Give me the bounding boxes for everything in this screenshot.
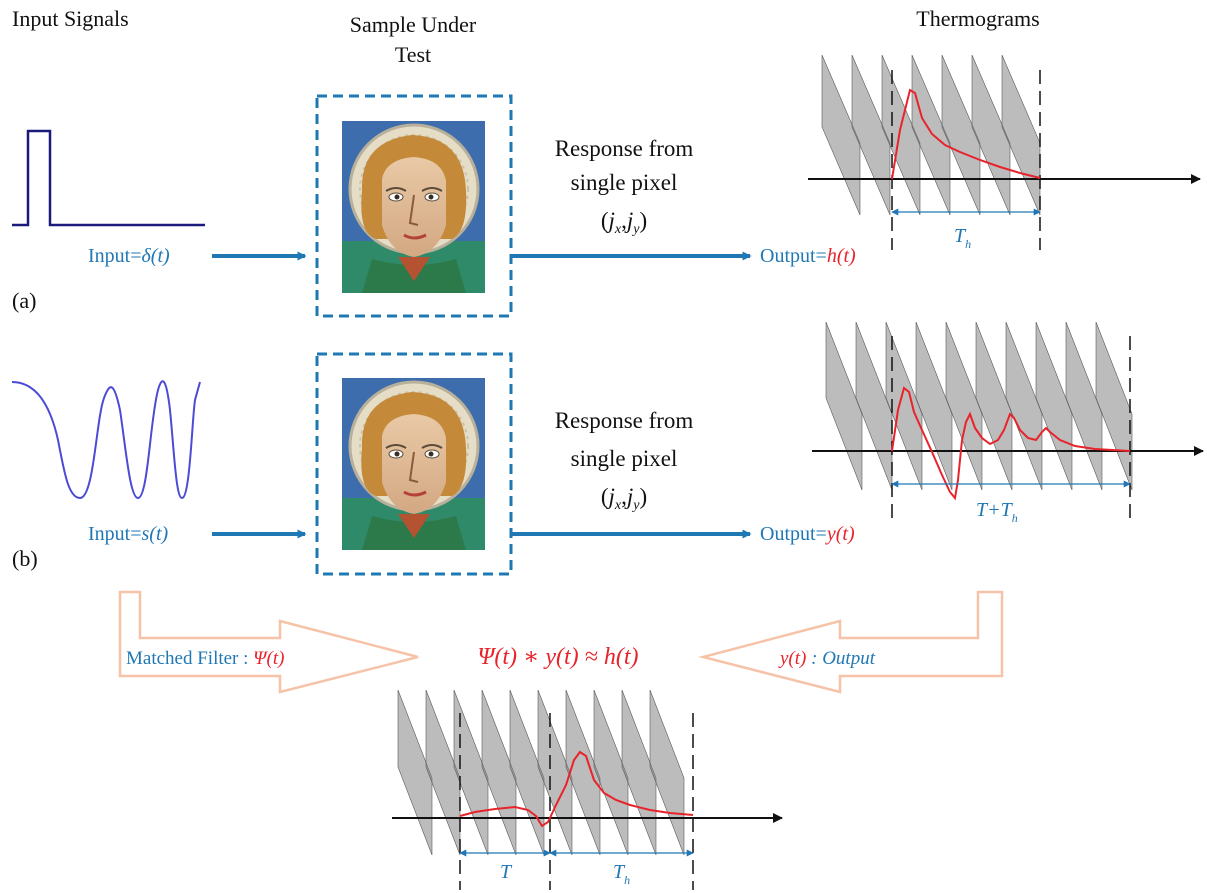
thermogram-frame [1095, 321, 1133, 491]
convolution-equation: Ψ(t) ∗ y(t) ≈ h(t) [478, 644, 639, 670]
fresco-portrait-icon [340, 376, 487, 552]
thermogram-stack-bottom: T Th [392, 689, 783, 890]
thermogram-frame [1005, 321, 1043, 491]
thermogram-frame [945, 321, 983, 491]
input-s-label: Input=s(t) [88, 523, 169, 545]
input-signals-header: Input Signals [12, 6, 129, 31]
sample-under-test-header-line2: Test [395, 42, 431, 67]
pixel-coord-b: (jx,jy) [601, 484, 647, 513]
thermograms-header: Thermograms [916, 6, 1039, 31]
y-output-label: y(t) : Output [778, 648, 876, 669]
thermogram-stack-a: Th [808, 54, 1201, 251]
thermogram-frame [975, 321, 1013, 491]
thermogram-frame [397, 689, 433, 856]
span-t-bottom-label: T [500, 861, 513, 883]
output-h-label: Output=h(t) [760, 245, 856, 267]
impulse-response-curve [891, 88, 1041, 180]
span-th-bottom-label: Th [613, 861, 630, 887]
thermogram-frame [1035, 321, 1073, 491]
response-label-b-line1: Response from [555, 408, 694, 433]
sample-under-test-header-line1: Sample Under [350, 12, 477, 37]
row-b-label: (b) [12, 546, 38, 571]
filtered-response-curve [459, 750, 694, 828]
chirp-signal [11, 380, 201, 500]
sample-box-b [315, 352, 513, 576]
thermogram-frame [851, 54, 891, 216]
matched-filter-label: Matched Filter : Ψ(t) [126, 648, 284, 669]
input-delta-label: Input=δ(t) [88, 245, 170, 267]
response-label-a-line2: single pixel [571, 170, 678, 195]
thermogram-frame [825, 321, 863, 491]
thermogram-frame [821, 54, 861, 216]
thermogram-frame [885, 321, 923, 491]
span-tth-b-label: T+Th [976, 499, 1018, 525]
response-label-a-line1: Response from [555, 136, 694, 161]
output-y-label: Output=y(t) [760, 523, 855, 545]
impulse-signal [12, 129, 205, 227]
fresco-portrait-icon [340, 119, 487, 295]
thermogram-frame [915, 321, 953, 491]
row-a-label: (a) [12, 288, 36, 313]
chirp-response-curve [891, 386, 1131, 501]
pixel-coord-a: (jx,jy) [601, 208, 647, 237]
span-th-a-label: Th [954, 225, 971, 251]
right-hollow-arrow [698, 590, 1004, 694]
thermogram-stack-b: T+Th [812, 321, 1204, 525]
sample-box-a [315, 94, 513, 318]
left-hollow-arrow [118, 590, 419, 694]
response-label-b-line2: single pixel [571, 446, 678, 471]
